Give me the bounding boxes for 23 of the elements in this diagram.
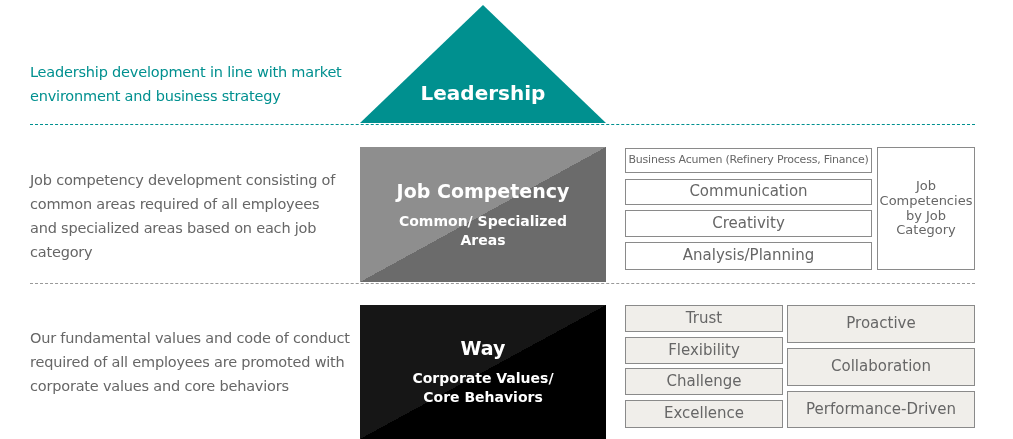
description-text: Job competency development consisting of common areas required of all employees and specialized areas based on each job category: [30, 171, 337, 262]
competency-box: Creativity: [625, 210, 872, 237]
description-text: Leadership development in line with market environment and business strategy: [30, 63, 343, 106]
competency-box: Business Acumen (Refinery Process, Finance): [625, 148, 872, 173]
competency-box: Collaboration: [787, 348, 975, 386]
competency-box: Job Competencies by Job Category: [877, 147, 975, 270]
competency-box: Communication: [625, 179, 872, 205]
competency-box: Trust: [625, 305, 783, 332]
competency-box: Analysis/Planning: [625, 242, 872, 270]
competency-box: Flexibility: [625, 337, 783, 364]
competency-box: Performance-Driven: [787, 391, 975, 428]
triangle-shape: [360, 5, 606, 123]
category-panel: [360, 147, 606, 282]
category-panel: [360, 305, 606, 439]
description-text: Our fundamental values and code of conduct required of all employees are promoted with corporate values and core behaviors: [30, 329, 350, 396]
competency-box: Excellence: [625, 400, 783, 428]
panel-subtitle: Corporate Values/ Core Behaviors: [411, 369, 555, 407]
panel-subtitle: Common/ Specialized Areas: [397, 211, 569, 250]
triangle-title: Leadership: [420, 81, 546, 105]
competency-box: Challenge: [625, 368, 783, 395]
competency-box: Proactive: [787, 305, 975, 343]
panel-title: Job Competency: [396, 179, 570, 202]
panel-title: Way: [460, 337, 506, 360]
